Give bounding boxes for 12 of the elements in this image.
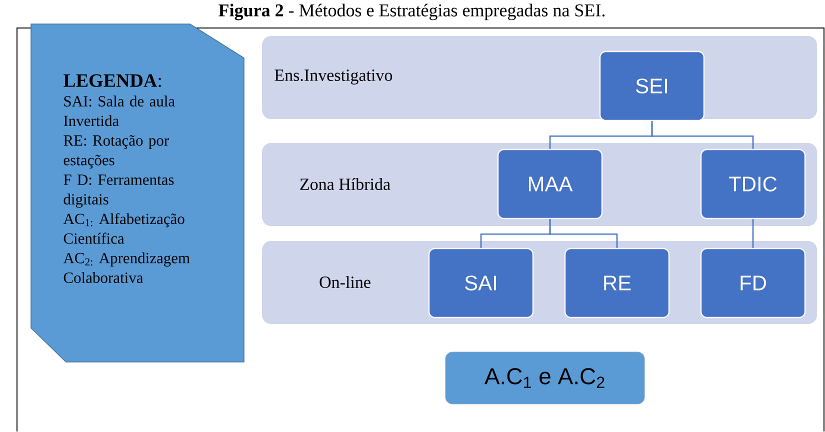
- legend-box: LEGENDA: SAI: Sala de aula Invertida RE: Rotação por estações F D: Ferramentas digitais AC$_{1:}$ Alfabetização Científica AC$_{2:}$ Aprendizagem Colaborativa: [30, 24, 244, 362]
- process-box: RE: [564, 248, 670, 318]
- title: Figura 2 - Métodos e Estratégias empregadas na SEI.: [218, 4, 605, 20]
- connector: [752, 219, 754, 248]
- result-box: A.C$_{1}$ e A.C$_{2}$: [445, 352, 645, 404]
- process-box: SEI: [599, 50, 705, 122]
- process-box: SAI: [428, 248, 534, 318]
- connector: [651, 121, 754, 149]
- process-box: MAA: [497, 148, 603, 220]
- process-box: TDIC: [700, 148, 806, 220]
- connector: [549, 219, 618, 248]
- process-box: FD: [700, 248, 806, 318]
